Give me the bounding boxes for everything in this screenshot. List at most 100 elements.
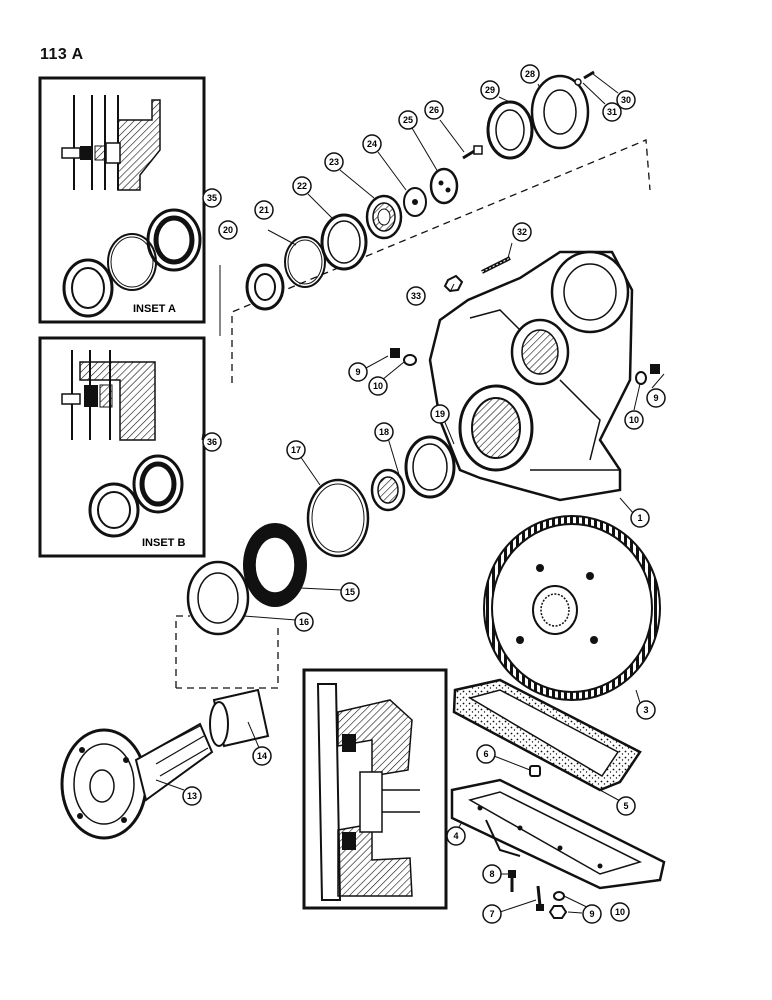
part-24-washer (403, 187, 427, 217)
svg-text:13: 13 (187, 791, 197, 801)
part-18-bearing-cone (370, 468, 406, 512)
callout-29: 29 (480, 80, 500, 100)
svg-text:28: 28 (525, 69, 535, 79)
svg-text:19: 19 (435, 409, 445, 419)
inset-a-section (61, 95, 161, 191)
callout-31: 31 (602, 102, 622, 122)
callout-25: 25 (398, 110, 418, 130)
part-14-bushing (209, 688, 270, 748)
callout-9-right: 9 (646, 388, 666, 408)
svg-text:9: 9 (355, 367, 360, 377)
callout-15: 15 (340, 582, 360, 602)
svg-text:22: 22 (297, 181, 307, 191)
page-number: 113 A (40, 46, 84, 63)
part-20-seal (245, 263, 285, 311)
inset-a-label: INSET A (133, 303, 176, 315)
part-13-shaft (60, 722, 214, 840)
part-10-washer-pan (553, 891, 565, 901)
part-21-snap-ring (284, 236, 326, 288)
callout-18: 18 (374, 422, 394, 442)
part-25-retainer (429, 167, 459, 205)
callout-8: 8 (482, 864, 502, 884)
part-9-plug-right (650, 364, 660, 374)
part-10-washer-right (635, 371, 647, 385)
part-1-housing (428, 250, 634, 502)
part-6-dowel (529, 765, 541, 777)
part-8-bolt (508, 870, 516, 892)
svg-text:9: 9 (653, 393, 658, 403)
inset-a-retainer (62, 258, 114, 318)
svg-text:14: 14 (257, 751, 267, 761)
part-23-bearing-cone (365, 194, 403, 240)
callout-32: 32 (512, 222, 532, 242)
svg-text:24: 24 (367, 139, 377, 149)
svg-text:15: 15 (345, 587, 355, 597)
svg-text:9: 9 (589, 909, 594, 919)
callout-28: 28 (520, 64, 540, 84)
callout-10-left: 10 (368, 376, 388, 396)
callout-23: 23 (324, 152, 344, 172)
svg-text:10: 10 (373, 381, 383, 391)
inset-b-label: INSET B (142, 537, 185, 549)
svg-text:18: 18 (379, 427, 389, 437)
callout-22: 22 (292, 176, 312, 196)
callout-26: 26 (424, 100, 444, 120)
svg-text:3: 3 (643, 705, 648, 715)
part-31-washer (574, 78, 582, 86)
svg-text:29: 29 (485, 85, 495, 95)
callout-19: 19 (430, 404, 450, 424)
svg-text:16: 16 (299, 617, 309, 627)
callout-3: 3 (636, 700, 656, 720)
callout-10-right: 10 (624, 410, 644, 430)
part-9-plug-left (390, 348, 400, 358)
svg-text:10: 10 (629, 415, 639, 425)
section-detail-frame (302, 668, 448, 910)
inset-a-snap-ring (107, 233, 157, 291)
callout-9-left: 9 (348, 362, 368, 382)
svg-text:32: 32 (517, 227, 527, 237)
callout-6: 6 (476, 744, 496, 764)
inset-b-section (61, 350, 156, 441)
leader-lines (155, 73, 665, 914)
part-16-washer (186, 560, 250, 636)
callout-5: 5 (616, 796, 636, 816)
part-10-washer-left (403, 354, 417, 366)
part-15-seal (243, 523, 307, 607)
svg-text:26: 26 (429, 105, 439, 115)
callout-24: 24 (362, 134, 382, 154)
part-28-cover (530, 74, 590, 150)
part-26-bolt (462, 145, 483, 160)
svg-text:35: 35 (207, 193, 217, 203)
callout-33: 33 (406, 286, 426, 306)
svg-text:25: 25 (403, 115, 413, 125)
svg-text:10: 10 (615, 907, 625, 917)
svg-text:8: 8 (489, 869, 494, 879)
part-22-bearing-cup (320, 213, 368, 271)
callout-7: 7 (482, 904, 502, 924)
part-5-gasket (452, 678, 642, 792)
svg-text:6: 6 (483, 749, 488, 759)
svg-text:17: 17 (291, 445, 301, 455)
callouts: 1 3 4 5 6 7 8 9 10 9 10 9 10 13 14 15 16… (182, 64, 666, 924)
assembly-line-upper (231, 139, 651, 383)
svg-text:30: 30 (621, 95, 631, 105)
svg-text:1: 1 (637, 513, 642, 523)
part-9-nut-pan (548, 905, 568, 919)
part-29-gasket (486, 100, 534, 160)
section-detail (302, 668, 448, 910)
callout-16: 16 (294, 612, 314, 632)
callout-17: 17 (286, 440, 306, 460)
callout-36: 36 (202, 432, 222, 452)
inset-b: INSET B (38, 336, 206, 558)
part-30-bolt (583, 70, 595, 80)
callout-13: 13 (182, 786, 202, 806)
svg-text:4: 4 (453, 831, 458, 841)
svg-text:5: 5 (623, 801, 628, 811)
callout-4: 4 (446, 826, 466, 846)
svg-text:21: 21 (259, 205, 269, 215)
callout-14: 14 (252, 746, 272, 766)
part-7-bolt (536, 885, 544, 911)
inset-a-seal (146, 208, 202, 272)
inset-b-retainer (88, 482, 140, 538)
